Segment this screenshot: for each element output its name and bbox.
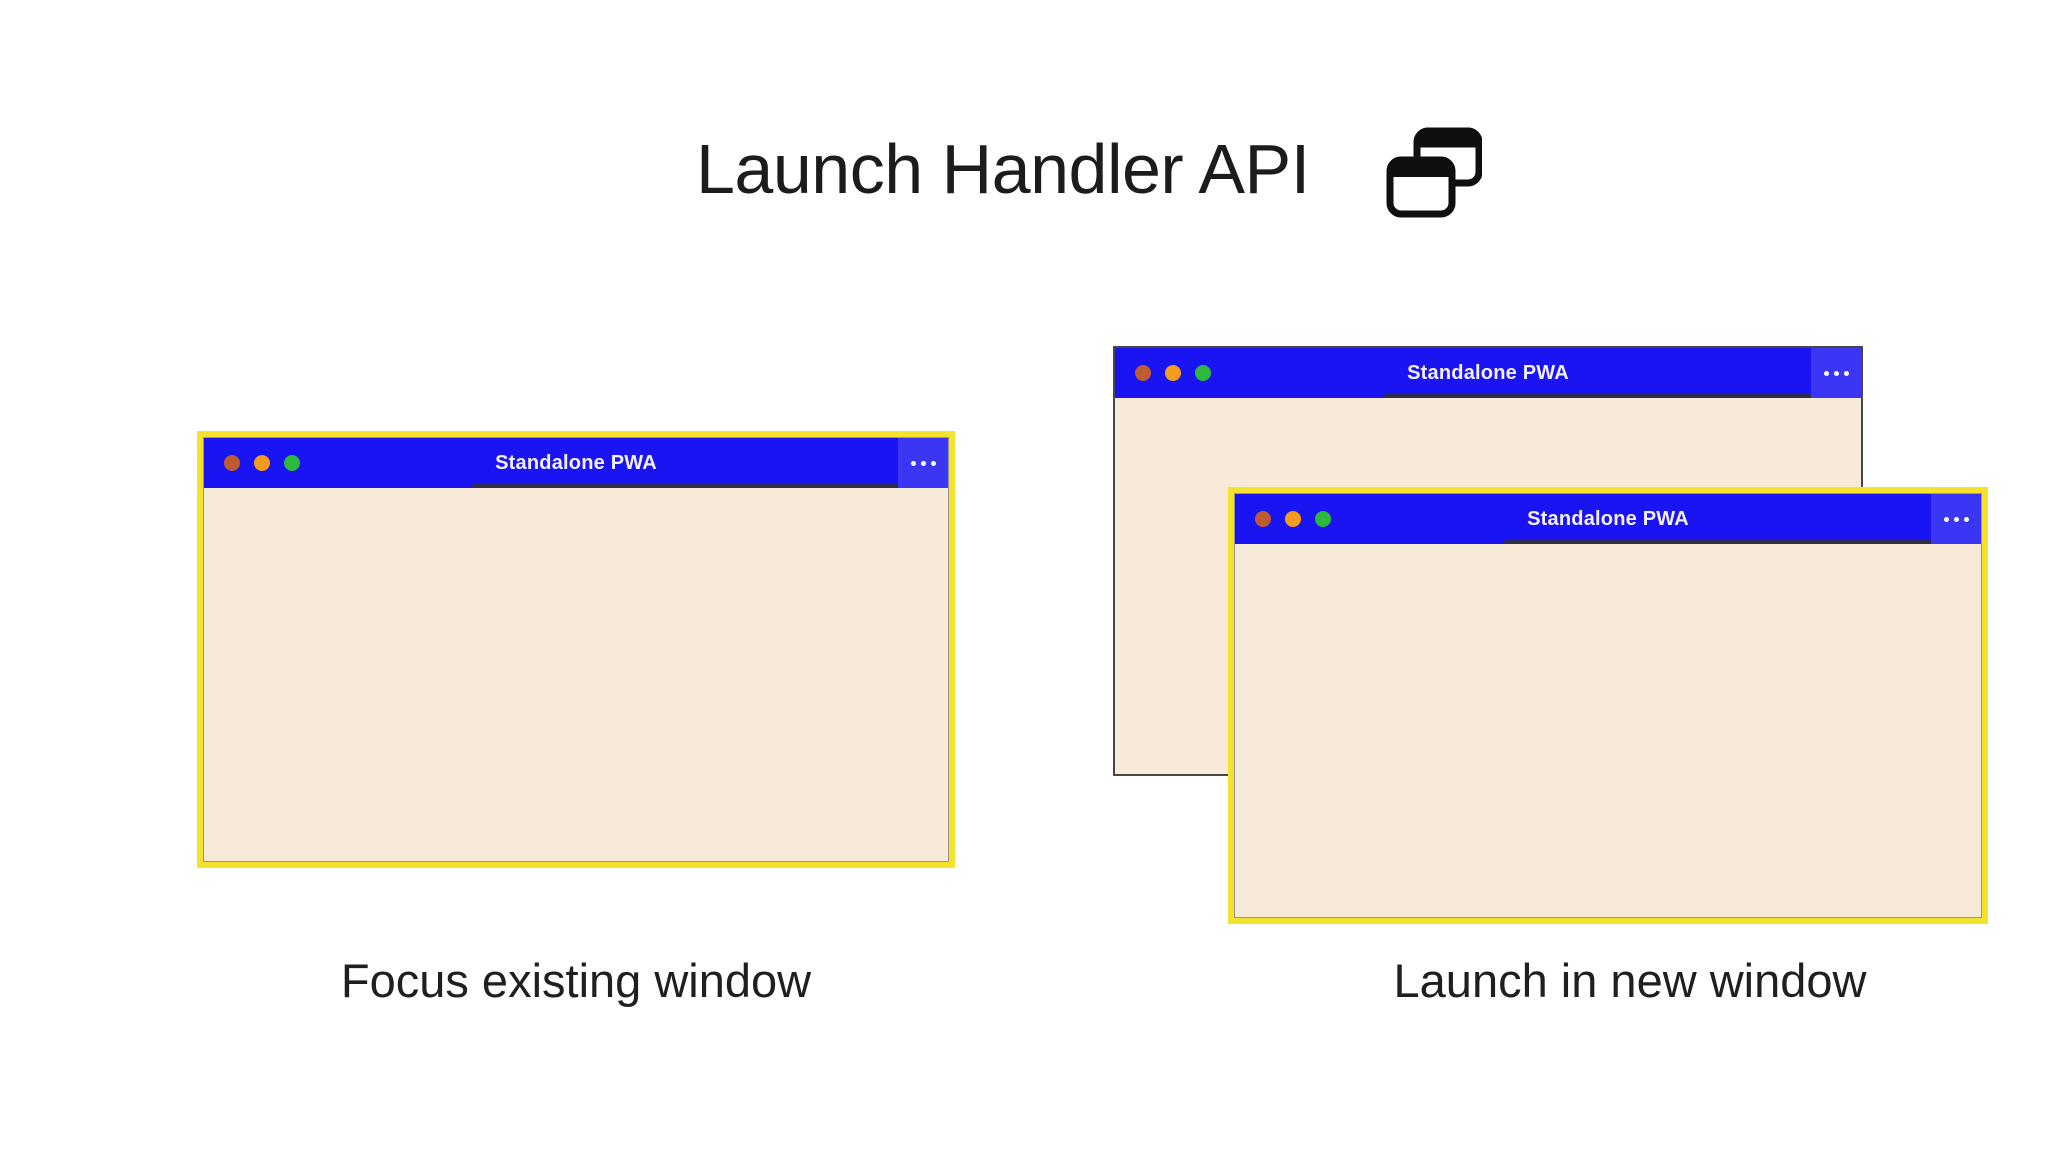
ellipsis-icon (1823, 370, 1829, 376)
close-button-icon[interactable] (1255, 511, 1271, 527)
window-title: Standalone PWA (495, 451, 657, 474)
caption-focus-existing-window: Focus existing window (340, 954, 812, 1007)
window-body (1235, 544, 1981, 917)
ellipsis-icon (1843, 370, 1849, 376)
ellipsis-icon (1953, 516, 1959, 522)
close-button-icon[interactable] (224, 455, 240, 471)
traffic-lights (1255, 494, 1331, 544)
header: Launch Handler API (696, 118, 1482, 220)
pwa-window-new-focused: Standalone PWA (1228, 487, 1988, 924)
window-title: Standalone PWA (1527, 507, 1689, 530)
window-frame: Standalone PWA (203, 437, 949, 862)
ellipsis-icon (1943, 516, 1949, 522)
overlapping-windows-icon (1386, 127, 1482, 218)
pwa-window-focused: Standalone PWA (197, 431, 955, 868)
ellipsis-menu-button[interactable] (1931, 494, 1981, 544)
maximize-button-icon[interactable] (284, 455, 300, 471)
caption-launch-in-new-window: Launch in new window (1393, 954, 1867, 1007)
traffic-lights (224, 438, 300, 488)
ellipsis-icon (910, 460, 916, 466)
ellipsis-icon (930, 460, 936, 466)
minimize-button-icon[interactable] (1165, 365, 1181, 381)
window-title: Standalone PWA (1407, 361, 1569, 384)
ellipsis-icon (920, 460, 926, 466)
window-titlebar: Standalone PWA (204, 438, 948, 488)
window-titlebar: Standalone PWA (1235, 494, 1981, 544)
window-titlebar: Standalone PWA (1115, 348, 1861, 398)
ellipsis-icon (1833, 370, 1839, 376)
close-button-icon[interactable] (1135, 365, 1151, 381)
window-frame: Standalone PWA (1234, 493, 1982, 918)
minimize-button-icon[interactable] (254, 455, 270, 471)
page-title: Launch Handler API (696, 130, 1310, 208)
window-body (204, 488, 948, 861)
ellipsis-menu-button[interactable] (898, 438, 948, 488)
ellipsis-icon (1963, 516, 1969, 522)
ellipsis-menu-button[interactable] (1811, 348, 1861, 398)
traffic-lights (1135, 348, 1211, 398)
maximize-button-icon[interactable] (1315, 511, 1331, 527)
minimize-button-icon[interactable] (1285, 511, 1301, 527)
maximize-button-icon[interactable] (1195, 365, 1211, 381)
